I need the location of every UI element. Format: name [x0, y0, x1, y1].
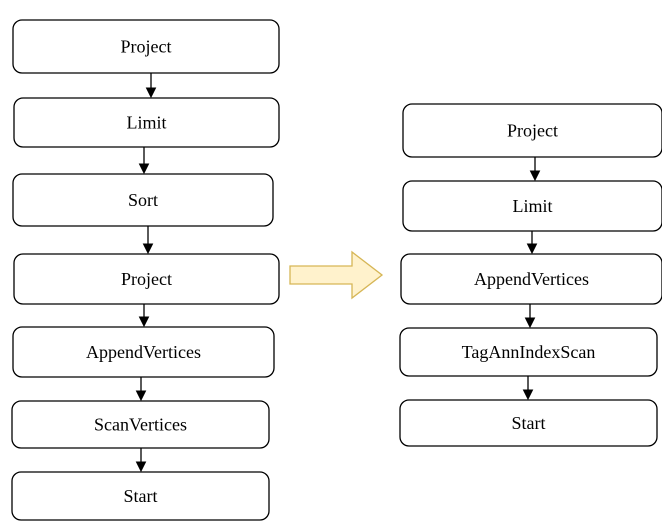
before-node-append-vertices — [12, 326, 275, 378]
before-node-label-project: Project — [121, 37, 172, 57]
after-node-label-tag-ann-index-scan: TagAnnIndexScan — [462, 342, 596, 362]
before-edge-arrowhead — [135, 390, 147, 402]
before-edge-arrowhead — [138, 163, 150, 175]
before-edge-arrowhead — [142, 243, 154, 255]
before-node-project — [12, 19, 280, 74]
before-node-limit — [13, 97, 280, 148]
transform-arrow — [289, 250, 384, 300]
after-node-label-start: Start — [512, 413, 546, 433]
after-node-label-project: Project — [507, 121, 558, 141]
after-node-label-limit: Limit — [513, 196, 553, 216]
after-node-label-append-vertices: AppendVertices — [474, 269, 589, 289]
before-node-start — [11, 471, 270, 521]
after-edge-arrowhead — [526, 243, 538, 255]
before-node-label-start: Start — [124, 486, 158, 506]
before-node-label-scan-vertices: ScanVertices — [94, 415, 187, 435]
before-edge-arrowhead — [145, 87, 157, 99]
after-edge-arrowhead — [529, 170, 541, 182]
before-plan: ProjectLimitSortProjectAppendVerticesSca… — [11, 19, 280, 521]
before-edge-arrowhead — [135, 461, 147, 473]
before-node-label-append-vertices: AppendVertices — [86, 342, 201, 362]
before-node-sort — [12, 173, 274, 227]
before-node-label-limit: Limit — [127, 113, 167, 133]
before-node-label-sort: Sort — [128, 190, 158, 210]
after-node-start — [399, 399, 658, 447]
after-node-append-vertices — [400, 253, 662, 305]
after-edge-arrowhead — [522, 389, 534, 401]
after-edge-arrowhead — [524, 317, 536, 329]
after-plan: ProjectLimitAppendVerticesTagAnnIndexSca… — [399, 103, 662, 447]
before-node-label-project2: Project — [121, 269, 172, 289]
before-edge-arrowhead — [138, 316, 150, 328]
after-node-project — [402, 103, 662, 158]
before-node-project2 — [13, 253, 280, 305]
